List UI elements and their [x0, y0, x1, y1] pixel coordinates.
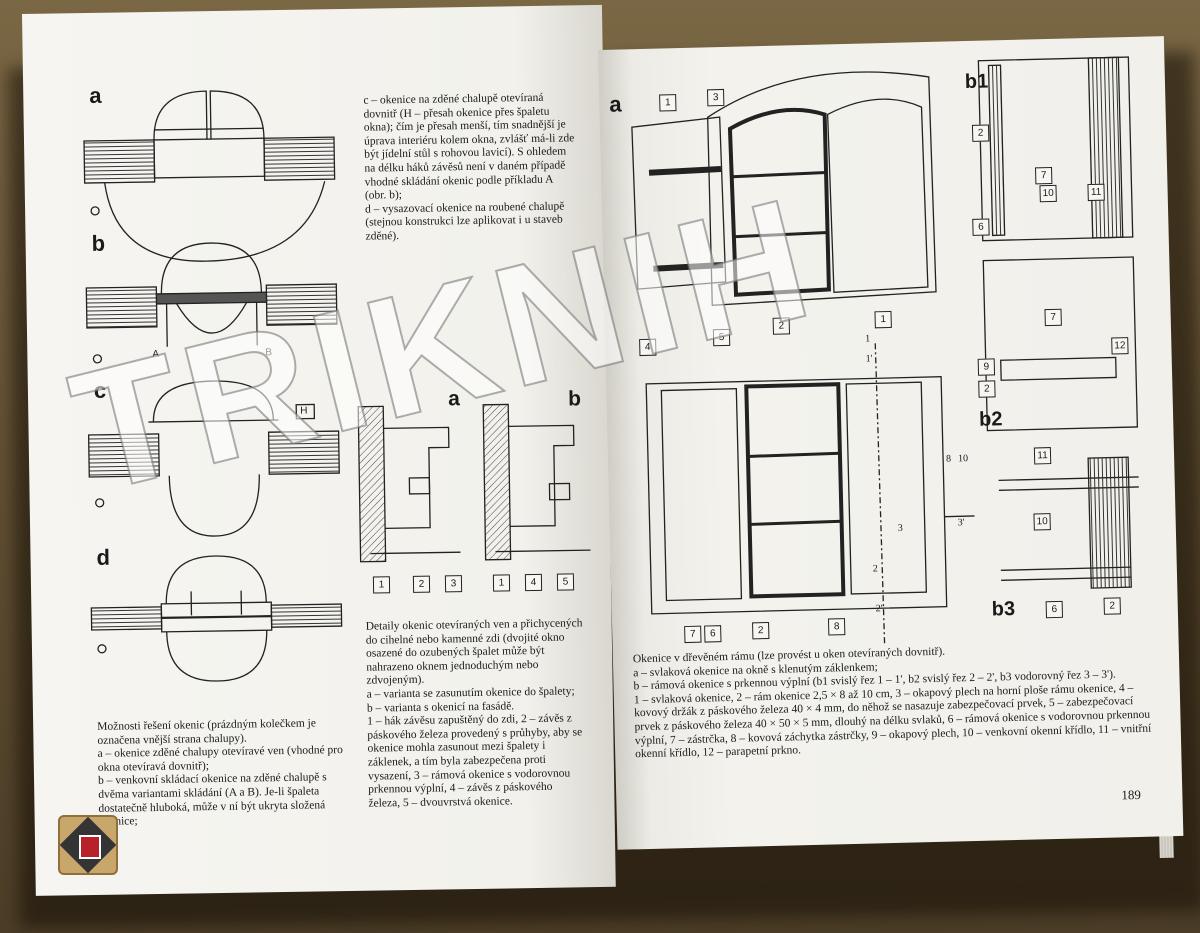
cut-label: 1: [865, 333, 871, 345]
figure-number: 8: [827, 618, 846, 636]
details-caption: Detaily okenic otevíraných ven a přichyc…: [366, 617, 587, 811]
paragraph: c – okenice na zděné chalupě otevíraná d…: [363, 91, 575, 202]
detail-label-b: b: [567, 387, 582, 411]
mark-b: B: [265, 347, 273, 359]
left-page: a b c d A B H c – okenice na zděné chalu…: [22, 4, 616, 896]
paragraph: a – okenice zděné chalupy otevíravé ven …: [97, 744, 343, 774]
section-b1-drawing: [977, 56, 1139, 432]
figure-label-b1: b1: [964, 70, 989, 94]
cut-label: 1': [865, 353, 873, 365]
section-number: 9: [977, 358, 996, 376]
detail-drawings: [357, 403, 591, 563]
section-number: 10: [1033, 513, 1051, 531]
paragraph: 1 – svlaková okenice, 2 – rám okenice 2,…: [633, 681, 1152, 761]
figure-number: 3: [706, 88, 725, 107]
figure-number: 1: [874, 310, 892, 329]
cut-label: 3: [897, 522, 903, 534]
figure-number: 1: [659, 94, 677, 112]
figure-number: 2: [772, 317, 791, 335]
section-number: 6: [972, 218, 990, 236]
paragraph: b – venkovní skládací okenice na zděné c…: [97, 771, 327, 829]
section-number: 2: [971, 124, 990, 142]
detail-number: 1: [492, 574, 511, 592]
figure-label-b2: b2: [978, 408, 1003, 431]
page-number: 189: [1121, 786, 1142, 803]
section-number: 2: [978, 380, 996, 398]
detail-number: 1: [372, 576, 391, 594]
detail-number: 4: [524, 573, 543, 592]
figure-label-a: a: [89, 82, 102, 108]
cut-label: 8: [945, 453, 952, 465]
figure-number: 2: [752, 621, 770, 640]
section-number: 11: [1087, 183, 1105, 202]
section-number: 12: [1111, 337, 1129, 355]
figure-d-plan: [90, 555, 343, 682]
detail-number: 5: [556, 573, 575, 591]
cut-label: 2: [872, 563, 878, 575]
figure-label-d: d: [96, 544, 111, 570]
right-caption: Okenice v dřevěném rámu (lze provést u o…: [633, 641, 1156, 762]
section-number: 6: [1045, 600, 1064, 619]
detail-label-a: a: [447, 387, 460, 411]
cut-label: 10: [957, 453, 969, 465]
paragraph: Možnosti řešení okenic (prázdným kolečke…: [97, 717, 317, 747]
cut-label: 3': [957, 517, 965, 529]
left-page-drawings: [83, 90, 591, 682]
figure-label-c: c: [93, 377, 107, 403]
paragraph: 1 – hák závěsu zapuštěný do zdi, 2 – záv…: [367, 712, 583, 810]
right-page: a b1 b2 b3 1 3 4 5 2 1 7 6 2 8 1 1' 2 2'…: [598, 36, 1184, 850]
figure-number: 6: [704, 625, 722, 643]
figure-label-a: a: [609, 91, 622, 117]
left-caption: Možnosti řešení okenic (prázdným kolečke…: [97, 717, 349, 830]
right-page-drawings: [631, 56, 1139, 644]
logo-shield-icon: [79, 835, 101, 859]
cut-label: 2': [875, 603, 883, 615]
detail-number: 3: [444, 575, 463, 593]
mark-a: A: [152, 348, 160, 360]
window-rectangular-drawing: [645, 343, 975, 644]
section-number: 2: [1103, 597, 1121, 615]
figure-label-b3: b3: [991, 597, 1016, 621]
figure-number: 4: [639, 338, 657, 357]
figure-a-plan: [83, 90, 336, 262]
section-number: 11: [1033, 447, 1052, 465]
right-column-text: c – okenice na zděné chalupě otevíraná d…: [363, 91, 577, 244]
section-b2-drawing: [998, 456, 1139, 589]
paragraph: d – vysazovací okenice na roubené chalup…: [365, 200, 565, 243]
figure-c-plan: [87, 380, 340, 537]
figure-label-b: b: [91, 230, 106, 256]
section-number: 7: [1034, 166, 1053, 185]
section-number: 10: [1039, 184, 1057, 203]
figure-b-plan: [85, 242, 338, 364]
paragraph: Detaily okenic otevíraných ven a přichyc…: [365, 617, 583, 688]
section-number: 7: [1044, 308, 1062, 327]
site-logo-icon: [58, 815, 118, 875]
mark-h: H: [300, 405, 308, 417]
figure-number: 7: [684, 625, 702, 644]
detail-number: 2: [412, 575, 431, 593]
figure-number: 5: [712, 328, 731, 347]
window-arched-drawing: [631, 71, 937, 306]
